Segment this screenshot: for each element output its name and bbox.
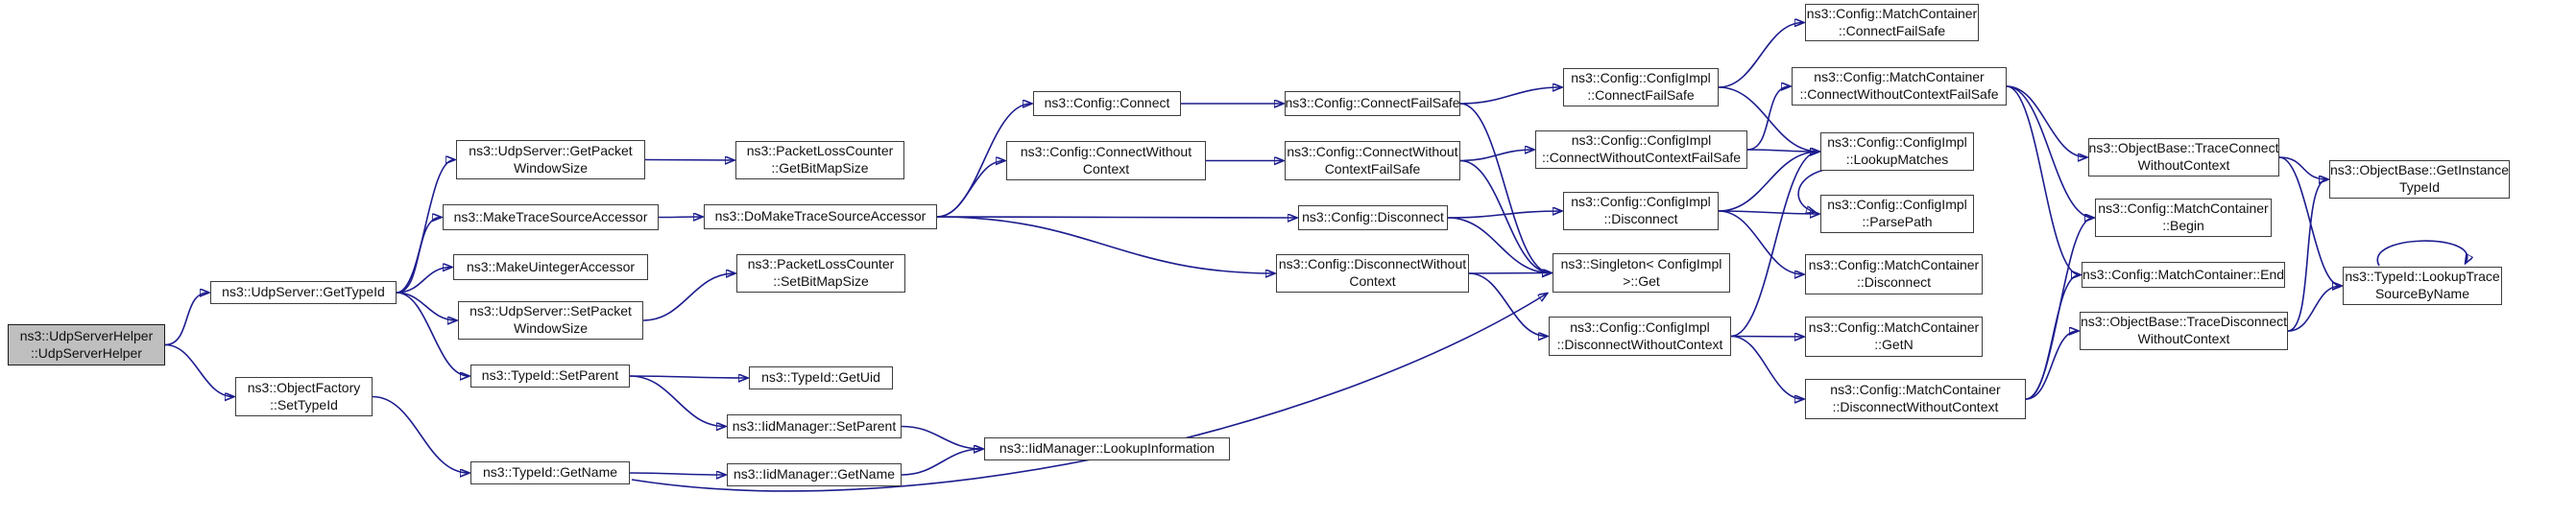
edge-domaketracesourceaccessor--config-disconnectwithoutcontext (936, 216, 1274, 273)
edge-matchcontainer-connectwithoutcontextfailsafe--traceconnectwithoutcontext (2006, 85, 2086, 157)
edge-typeid-getname--iidmanager-getname (629, 473, 725, 475)
node-matchcontainer-disconnectwithoutcontext[interactable]: ns3::Config::MatchContainer ::Disconnect… (1805, 379, 2026, 419)
node-matchcontainer-begin[interactable]: ns3::Config::MatchContainer ::Begin (2095, 199, 2272, 237)
edge-udpserverhelper--objectfactory-settypeid (164, 343, 233, 397)
node-config-connectwithoutcontextfailsafe[interactable]: ns3::Config::ConnectWithout ContextFailS… (1285, 141, 1460, 180)
node-tracedisconnectwithoutcontext[interactable]: ns3::ObjectBase::TraceDisconnect Without… (2080, 312, 2288, 350)
node-objectfactory-settypeid[interactable]: ns3::ObjectFactory ::SetTypeId (235, 377, 373, 416)
node-config-disconnect[interactable]: ns3::Config::Disconnect (1298, 205, 1448, 230)
node-configimpl-disconnectwithoutcontext[interactable]: ns3::Config::ConfigImpl ::DisconnectWith… (1549, 317, 1731, 356)
edge-configimpl-disconnectwithoutcontext--matchcontainer-getn (1730, 337, 1803, 338)
edge-config-connectwithoutcontextfailsafe--configimpl-connectwithoutcontextfailsafe (1459, 150, 1533, 162)
node-iidmanager-setparent[interactable]: ns3::IidManager::SetParent (727, 414, 902, 438)
node-configimpl-disconnect[interactable]: ns3::Config::ConfigImpl ::Disconnect (1563, 192, 1719, 230)
edge-typeid-setparent--typeid-getuid (629, 376, 747, 378)
edge-tracedisconnectwithoutcontext--lookuptracesourcebyname (2287, 286, 2341, 332)
edge-setpacketwindowsize--setbitmapsize (642, 273, 734, 321)
node-setpacketwindowsize[interactable]: ns3::UdpServer::SetPacket WindowSize (458, 301, 643, 340)
edge-group (164, 23, 2468, 492)
node-configimpl-connectwithoutcontextfailsafe[interactable]: ns3::Config::ConfigImpl ::ConnectWithout… (1535, 130, 1747, 169)
edge-getpacketwindowsize--getbitmapsize (644, 160, 734, 161)
edge-typeid-getname--singleton-get (631, 294, 1547, 492)
edge-config-disconnectwithoutcontext--singleton-get (1468, 273, 1551, 274)
node-config-connectfailsafe[interactable]: ns3::Config::ConnectFailSafe (1285, 91, 1460, 116)
node-configimpl-lookupmatches[interactable]: ns3::Config::ConfigImpl ::LookupMatches (1820, 132, 1974, 171)
node-matchcontainer-connectfailsafe[interactable]: ns3::Config::MatchContainer ::ConnectFai… (1805, 4, 1979, 41)
node-singleton-get[interactable]: ns3::Singleton< ConfigImpl >::Get (1553, 253, 1730, 293)
edge-matchcontainer-connectwithoutcontextfailsafe--matchcontainer-begin (2006, 85, 2093, 218)
edge-configimpl-disconnect--matchcontainer-disconnect (1718, 210, 1803, 274)
edge-config-connectfailsafe--configimpl-connectfailsafe (1459, 87, 1561, 105)
edge-domaketracesourceaccessor--config-disconnect (936, 217, 1296, 218)
edge-matchcontainer-connectwithoutcontextfailsafe--matchcontainer-end (2006, 85, 2080, 275)
node-typeid-getname[interactable]: ns3::TypeId::GetName (470, 461, 630, 484)
edge-config-disconnect--singleton-get (1447, 217, 1551, 273)
edge-udpserver-gettypeid--maketracesourceaccessor (396, 218, 441, 294)
node-matchcontainer-connectwithoutcontextfailsafe[interactable]: ns3::Config::MatchContainer ::ConnectWit… (1792, 67, 2007, 106)
edge-domaketracesourceaccessor--config-connectwithoutcontext (936, 161, 1004, 218)
edge-lookuptracesourcebyname--lookuptracesourcebyname (2376, 240, 2468, 267)
node-udpserver-gettypeid[interactable]: ns3::UdpServer::GetTypeId (210, 281, 397, 304)
node-config-connect[interactable]: ns3::Config::Connect (1033, 91, 1181, 116)
edge-configimpl-disconnectwithoutcontext--configimpl-lookupmatches (1730, 152, 1818, 338)
edge-configimpl-lookupmatches--configimpl-parsepath (1797, 169, 1825, 212)
node-configimpl-parsepath[interactable]: ns3::Config::ConfigImpl ::ParsePath (1820, 195, 1974, 233)
edge-udpserver-gettypeid--getpacketwindowsize (396, 160, 454, 294)
edge-udpserver-gettypeid--typeid-setparent (396, 292, 469, 376)
edge-config-disconnect--configimpl-disconnect (1447, 211, 1561, 219)
edge-udpserver-gettypeid--setpacketwindowsize (396, 292, 456, 320)
edge-iidmanager-setparent--lookupinformation (901, 425, 982, 450)
node-lookupinformation[interactable]: ns3::IidManager::LookupInformation (984, 437, 1230, 460)
node-matchcontainer-getn[interactable]: ns3::Config::MatchContainer ::GetN (1805, 317, 1983, 357)
edge-matchcontainer-disconnectwithoutcontext--matchcontainer-end (2025, 275, 2080, 400)
edge-configimpl-connectwithoutcontextfailsafe--matchcontainer-connectwithoutcontextfailsafe (1746, 86, 1790, 151)
node-config-disconnectwithoutcontext[interactable]: ns3::Config::DisconnectWithout Context (1276, 254, 1469, 293)
edge-config-disconnectwithoutcontext--configimpl-disconnectwithoutcontext (1468, 272, 1547, 337)
edge-configimpl-disconnect--configimpl-parsepath (1718, 211, 1818, 214)
edge-iidmanager-getname--lookupinformation (901, 449, 982, 476)
edge-traceconnectwithoutcontext--lookuptracesourcebyname (2278, 156, 2341, 286)
edge-matchcontainer-disconnectwithoutcontext--tracedisconnectwithoutcontext (2025, 331, 2078, 400)
node-typeid-getuid[interactable]: ns3::TypeId::GetUid (749, 366, 893, 389)
node-maketracesourceaccessor[interactable]: ns3::MakeTraceSourceAccessor (443, 204, 659, 230)
node-iidmanager-getname[interactable]: ns3::IidManager::GetName (727, 463, 902, 486)
edge-objectfactory-settypeid--typeid-getname (372, 395, 469, 474)
node-getbitmapsize[interactable]: ns3::PacketLossCounter ::GetBitMapSize (735, 141, 904, 179)
edge-tracedisconnectwithoutcontext--getinstancetypeid (2287, 179, 2327, 332)
node-matchcontainer-disconnect[interactable]: ns3::Config::MatchContainer ::Disconnect (1805, 254, 1983, 294)
node-makeuintegeraccessor[interactable]: ns3::MakeUintegerAccessor (453, 254, 648, 280)
node-udpserverhelper: ns3::UdpServerHelper ::UdpServerHelper (8, 324, 165, 365)
edge-config-connectwithoutcontextfailsafe--singleton-get (1459, 159, 1551, 273)
node-getinstancetypeid[interactable]: ns3::ObjectBase::GetInstance TypeId (2329, 160, 2510, 199)
edge-configimpl-disconnect--configimpl-lookupmatches (1718, 152, 1818, 212)
edge-udpserver-gettypeid--makeuintegeraccessor (396, 268, 451, 294)
edge-maketracesourceaccessor--domaketracesourceaccessor (658, 217, 702, 218)
node-config-connectwithoutcontext[interactable]: ns3::Config::ConnectWithout Context (1006, 141, 1206, 180)
edge-configimpl-connectfailsafe--matchcontainer-connectfailsafe (1718, 23, 1803, 88)
node-typeid-setparent[interactable]: ns3::TypeId::SetParent (470, 365, 630, 388)
edge-config-connectfailsafe--singleton-get (1459, 103, 1551, 273)
edge-udpserverhelper--udpserver-gettypeid (164, 293, 208, 346)
node-matchcontainer-end[interactable]: ns3::Config::MatchContainer::End (2082, 262, 2285, 288)
edge-configimpl-disconnectwithoutcontext--matchcontainer-disconnectwithoutcontext (1730, 335, 1803, 400)
node-setbitmapsize[interactable]: ns3::PacketLossCounter ::SetBitMapSize (736, 254, 905, 293)
node-lookuptracesourcebyname[interactable]: ns3::TypeId::LookupTrace SourceByName (2343, 267, 2502, 305)
edge-typeid-setparent--iidmanager-setparent (629, 375, 725, 427)
node-traceconnectwithoutcontext[interactable]: ns3::ObjectBase::TraceConnect WithoutCon… (2088, 138, 2279, 177)
node-getpacketwindowsize[interactable]: ns3::UdpServer::GetPacket WindowSize (456, 140, 645, 179)
node-configimpl-connectfailsafe[interactable]: ns3::Config::ConfigImpl ::ConnectFailSaf… (1563, 68, 1719, 106)
node-domaketracesourceaccessor[interactable]: ns3::DoMakeTraceSourceAccessor (704, 204, 937, 229)
